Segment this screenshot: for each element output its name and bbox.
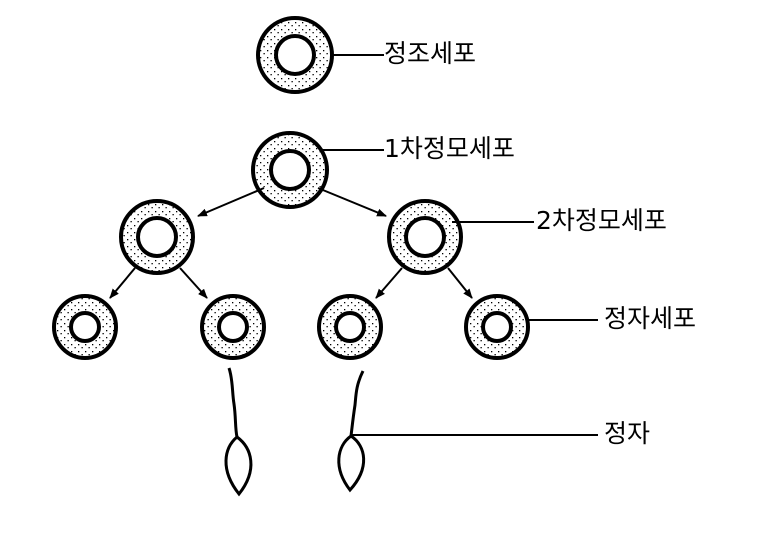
sperm	[337, 370, 366, 493]
arrow	[197, 187, 265, 217]
primary-spermatocyte-cell	[251, 131, 329, 209]
spermatid-cell	[200, 294, 266, 360]
label-primary-spermatocyte: 1차정모세포	[384, 134, 515, 163]
spermatogonium-cell	[256, 16, 334, 94]
arrow	[375, 267, 403, 299]
secondary-spermatocyte-cell	[119, 199, 195, 275]
arrow	[317, 187, 387, 217]
spermatid-cell	[317, 294, 383, 360]
spermatid-cell	[52, 294, 118, 360]
arrow	[447, 267, 473, 299]
label-secondary-spermatocyte: 2차정모세포	[536, 206, 667, 235]
sperm	[224, 367, 253, 497]
label-sperm: 정자	[604, 419, 650, 448]
spermatid-cell	[464, 294, 530, 360]
arrow	[179, 267, 208, 299]
label-spermatid: 정자세포	[604, 304, 696, 333]
arrow	[109, 267, 136, 299]
secondary-spermatocyte-cell	[387, 199, 463, 275]
label-spermatogonium: 정조세포	[384, 39, 476, 68]
